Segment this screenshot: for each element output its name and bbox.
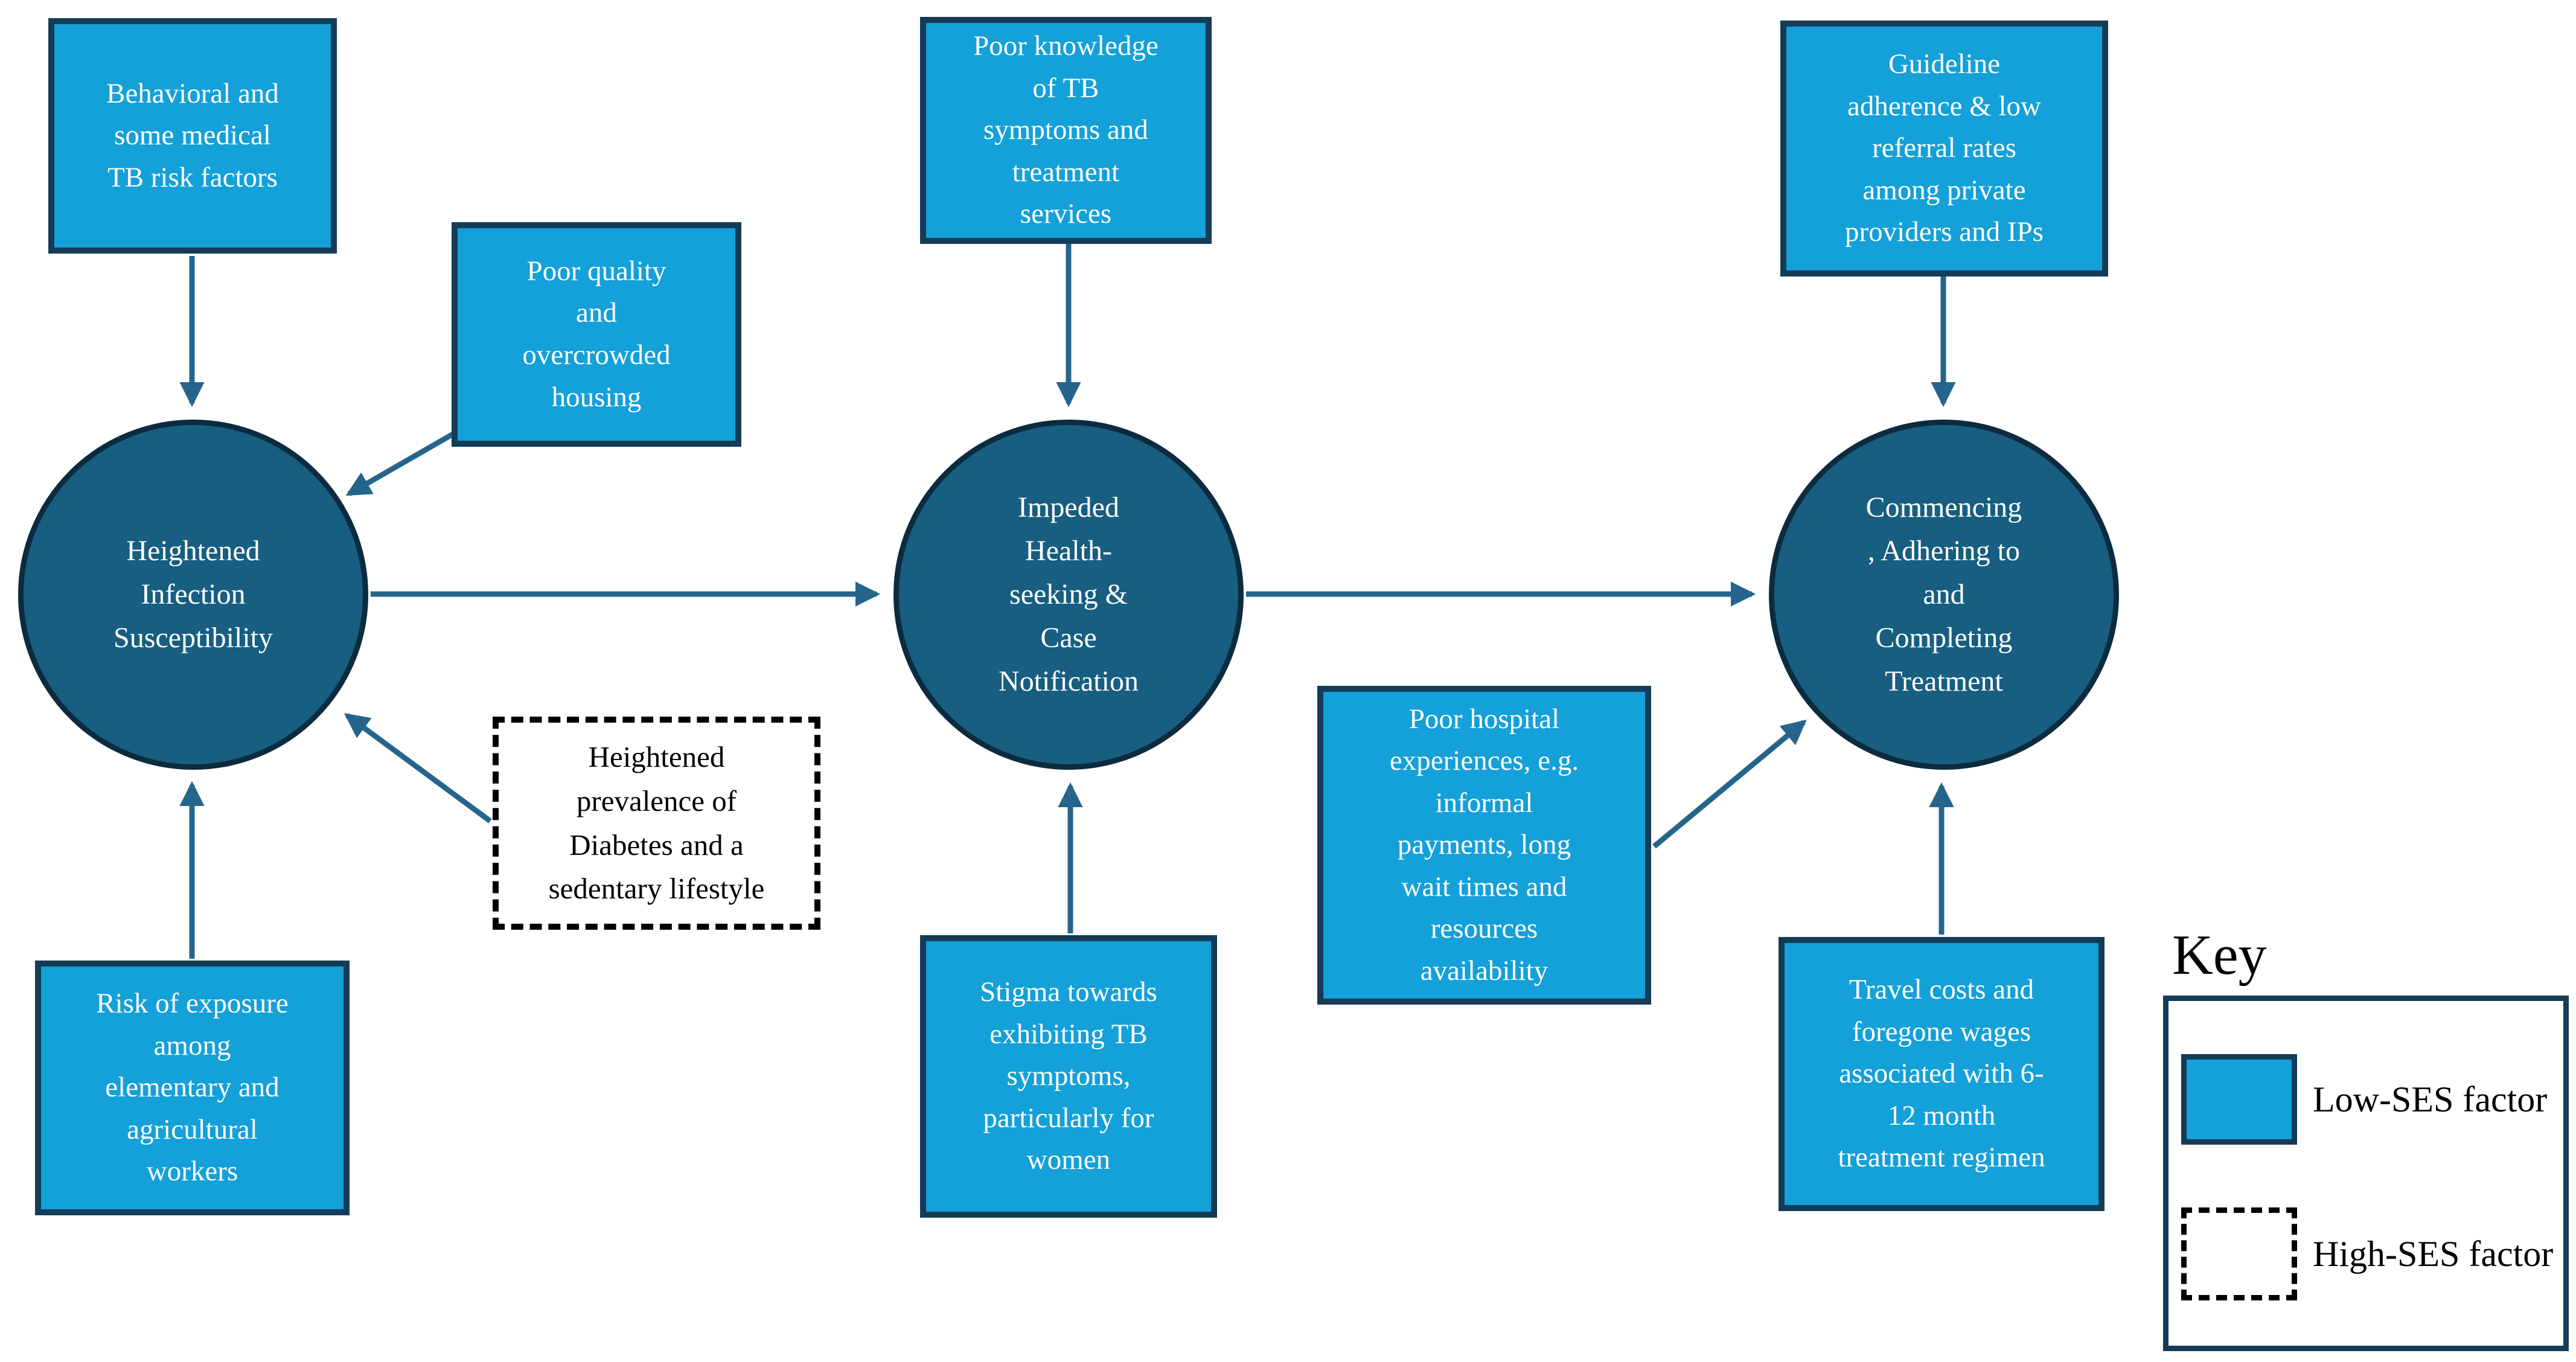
stage-health-seeking-case-notification-label: Impeded Health- seeking & Case Notificat…	[999, 491, 1139, 697]
stage-infection-susceptibility: Heightened Infection Susceptibility	[18, 420, 368, 770]
factor-poor-hospital-experiences-label: Poor hospital experiences, e.g. informal…	[1389, 703, 1579, 986]
factor-behavioral-risk-label: Behavioral and some medical TB risk fact…	[106, 77, 279, 193]
factor-stigma-label: Stigma towards exhibiting TB symptoms, p…	[980, 976, 1157, 1176]
stage-commencing-completing-treatment: Commencing , Adhering to and Completing …	[1769, 420, 2119, 770]
stage-health-seeking-case-notification: Impeded Health- seeking & Case Notificat…	[893, 420, 1244, 770]
factor-travel-costs: Travel costs and foregone wages associat…	[1779, 937, 2105, 1211]
legend-label-low-ses: Low-SES factor	[2313, 1079, 2548, 1119]
legend-swatch-high-ses	[2181, 1207, 2297, 1300]
legend-row-low-ses: Low-SES factor	[2181, 1054, 2547, 1145]
arrow-housing-to-infection	[345, 431, 456, 496]
factor-travel-costs-label: Travel costs and foregone wages associat…	[1838, 974, 2045, 1174]
stage-infection-susceptibility-label: Heightened Infection Susceptibility	[113, 535, 273, 654]
factor-guideline-adherence-label: Guideline adherence & low referral rates…	[1845, 48, 2044, 248]
factor-poor-knowledge: Poor knowledge of TB symptoms and treatm…	[920, 17, 1212, 244]
factor-stigma: Stigma towards exhibiting TB symptoms, p…	[920, 935, 1217, 1218]
factor-risk-of-exposure: Risk of exposure among elementary and ag…	[35, 961, 350, 1215]
factor-overcrowded-housing-label: Poor quality and overcrowded housing	[522, 255, 671, 413]
legend-title: Key	[2172, 924, 2267, 986]
factor-poor-knowledge-label: Poor knowledge of TB symptoms and treatm…	[973, 30, 1159, 230]
legend-label-high-ses: High-SES factor	[2313, 1233, 2554, 1274]
arrow-hospital-to-treatment	[1652, 720, 1807, 849]
legend-row-high-ses: High-SES factor	[2181, 1207, 2553, 1300]
stage-commencing-completing-treatment-label: Commencing , Adhering to and Completing …	[1865, 491, 2022, 697]
factor-diabetes-sedentary-label: Heightened prevalence of Diabetes and a …	[548, 740, 765, 906]
factor-diabetes-sedentary: Heightened prevalence of Diabetes and a …	[493, 717, 820, 930]
factor-poor-hospital-experiences: Poor hospital experiences, e.g. informal…	[1317, 686, 1651, 1005]
factor-overcrowded-housing: Poor quality and overcrowded housing	[452, 222, 741, 447]
factor-risk-of-exposure-label: Risk of exposure among elementary and ag…	[96, 988, 289, 1188]
legend-swatch-low-ses	[2181, 1054, 2297, 1145]
factor-guideline-adherence: Guideline adherence & low referral rates…	[1780, 21, 2108, 277]
arrow-diabetes-to-infection	[344, 713, 492, 823]
factor-behavioral-risk: Behavioral and some medical TB risk fact…	[48, 18, 337, 254]
